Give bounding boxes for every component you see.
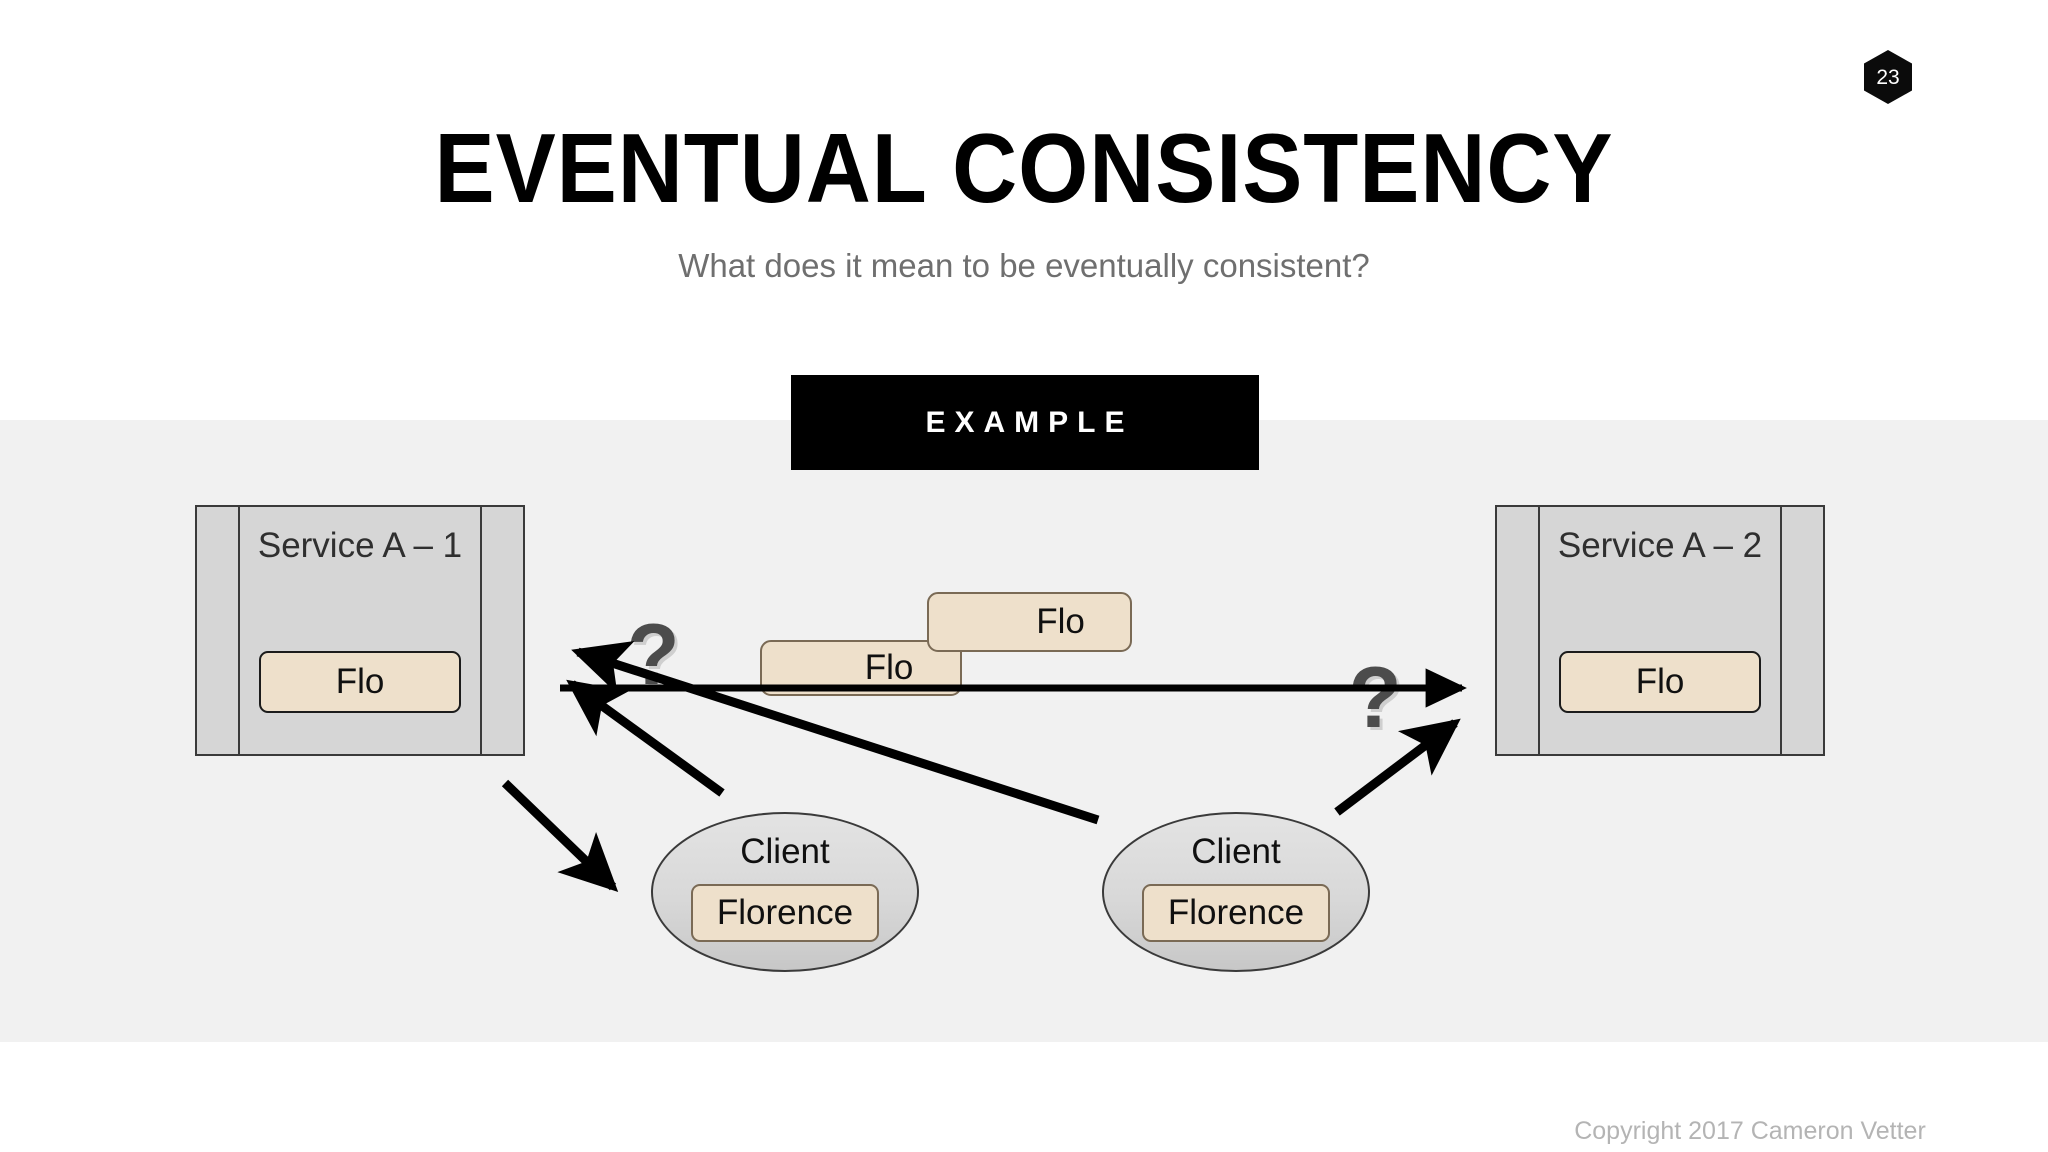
server-rail-right-icon <box>480 507 482 754</box>
client-left-value-chip: Florence <box>691 884 879 942</box>
flo-packet-upper: Flo <box>927 592 1132 652</box>
page-subtitle: What does it mean to be eventually consi… <box>678 247 1370 284</box>
server-rail-right-icon <box>1780 507 1782 754</box>
service-a1-label: Service A – 1 <box>257 526 463 565</box>
server-rail-left-icon <box>1538 507 1540 754</box>
page-title: EVENTUAL CONSISTENCY <box>434 113 1614 223</box>
service-node-a1: Service A – 1 Flo <box>195 505 525 756</box>
question-mark-left-icon: ? <box>627 607 680 703</box>
service-node-a2: Service A – 2 Flo <box>1495 505 1825 756</box>
page-number-label: 23 <box>1876 65 1900 89</box>
client-node-right: Client Florence <box>1102 812 1370 972</box>
example-banner: EXAMPLE <box>791 375 1259 470</box>
client-left-label: Client <box>740 832 830 871</box>
client-right-value-chip: Florence <box>1142 884 1330 942</box>
server-rail-left-icon <box>238 507 240 754</box>
copyright-notice: Copyright 2017 Cameron Vetter <box>1574 1117 1926 1145</box>
client-right-label: Client <box>1191 832 1281 871</box>
example-banner-label: EXAMPLE <box>925 405 1134 439</box>
service-a2-value-chip: Flo <box>1559 651 1761 713</box>
question-mark-right-icon: ? <box>1349 650 1402 746</box>
service-a1-value-chip: Flo <box>259 651 461 713</box>
page-number-badge: 23 <box>1864 50 1912 104</box>
service-a2-label: Service A – 2 <box>1557 526 1763 565</box>
client-node-left: Client Florence <box>651 812 919 972</box>
